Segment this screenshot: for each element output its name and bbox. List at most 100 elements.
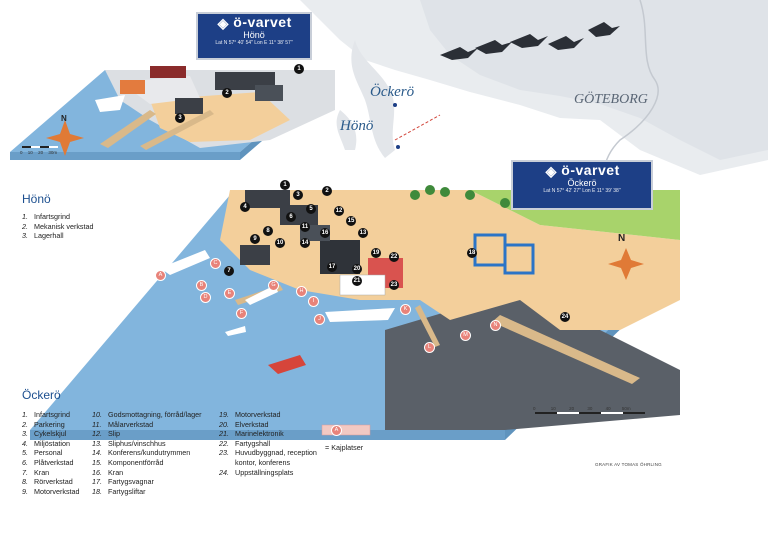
legend-item-label: Cykelskjul [34,429,67,439]
ockero-marker: 5 [306,204,316,214]
legend-item-number: 1. [22,212,28,221]
legend-item-number: 15. [92,457,102,467]
hono-compass-north-label: N [61,114,67,123]
legend-item-number: 2. [22,419,28,429]
quay-marker: J [314,314,325,325]
scale-tick: 10 [550,406,556,411]
ockero-compass-rose-icon [608,248,644,280]
legend-item-label: Godsmottagning, förråd/lager [108,410,202,419]
legend-item-label: Parkering [34,419,65,429]
quay-marker: E [224,288,235,299]
legend-item: 2.Mekanisk verkstad [22,222,94,232]
ockero-marker: 4 [240,202,250,212]
legend-item-label: Infartsgrind [34,212,70,221]
legend-item-number: 14. [92,448,102,458]
legend-item: 16.Kran [92,468,202,478]
legend-item: 15.Komponentförråd [92,458,202,468]
legend-item-label: Marinelektronik [235,429,284,439]
legend-item-number: 17. [92,477,102,487]
regional-map [300,0,768,201]
ockero-marker: 22 [389,252,399,262]
ockero-location-dot [393,103,397,107]
legend-item: 7. Kran [22,468,80,478]
legend-item-number: 7. [22,467,28,477]
hono-marker: 2 [222,88,232,98]
legend-item-label: Fartygsvagnar [108,477,154,487]
legend-item-label: Huvudbyggnad, reception [235,448,317,458]
quay-marker: N [490,320,501,331]
ockero-marker: 6 [286,212,296,222]
place-goteborg: GÖTEBORG [574,92,648,107]
ockero-marker: 1 [280,180,290,190]
legend-item: 2. Parkering [22,420,80,430]
o-varvet-logo-icon: ◈ [217,15,229,31]
ockero-scale-ticks: 0 10 20 30 40 50m [533,406,631,411]
legend-item: 3. Cykelskjul [22,429,80,439]
legend-item-number: 5. [22,448,28,458]
legend-item: kontor, konferens [219,458,317,468]
flying-geese [440,22,620,60]
ockero-marker: 2 [322,186,332,196]
hono-legend-list: 1. Infartsgrind 2.Mekanisk verkstad 3.Lag… [22,212,94,241]
legend-item-number: 3. [22,429,28,439]
legend-item-number: 21. [219,429,229,439]
legend-item-label: Slip [108,429,120,439]
place-ockero: Öckerö [370,84,415,100]
legend-item: 21. Marinelektronik [219,429,317,439]
legend-item: 3.Lagerhall [22,231,94,241]
scale-tick: 10 [27,150,33,155]
legend-item: 17. Fartygsvagnar [92,477,202,487]
legend-item-label: Motorverkstad [235,410,281,419]
ockero-marker: 20 [352,264,362,274]
ockero-sign-brand: ö-varvet [561,162,620,178]
legend-item-number: 1. [22,410,28,419]
legend-item-label: Kran [34,467,50,477]
ockero-marker: 14 [300,238,310,248]
legend-item: 1.Infartsgrind [22,410,80,420]
graphic-credit: GRAFIK AV TOMAS ÖHRLING [595,462,662,467]
scale-tick: 0 [533,406,536,411]
ockero-marker: 8 [263,226,273,236]
scale-tick: 20 [38,150,44,155]
legend-item: 19.Motorverkstad [219,410,317,420]
legend-item: 12.Slip [92,429,202,439]
ockero-marker: 12 [334,206,344,216]
ockero-marker: 10 [275,238,285,248]
scale-tick: 0 [20,150,23,155]
legend-item: 23.Huvudbyggnad, reception [219,448,317,458]
ferry-route [394,114,441,141]
ockero-legend-col3: 19.Motorverkstad 20.Elverkstad 21. Marine… [219,410,317,477]
ockero-marker: 21 [352,276,362,286]
ockero-marker: 17 [327,262,337,272]
legend-item-label: Sliphus/vinschhus [108,438,166,448]
scale-tick: 20 [569,406,575,411]
legend-item-number: 11. [92,419,102,429]
ockero-marker: 23 [389,280,399,290]
scale-tick: 30m [48,150,58,155]
ockero-legend-col1: 1.Infartsgrind 2.Parkering 3.Cykelskjul … [22,410,80,496]
legend-item: 5.Personal [22,448,80,458]
legend-item-number: 16. [92,467,102,477]
ockero-marker: 16 [320,228,330,238]
hono-compass-rose-icon [46,120,84,156]
ockero-legend-title: Öckerö [22,388,61,402]
ockero-compass-north-label: N [618,233,626,244]
legend-item-label: Motorverkstad [34,486,80,496]
ockero-scale-bar [535,412,645,414]
legend-item-label: Miljöstation [34,438,70,448]
ockero-marker: 9 [250,234,260,244]
quay-marker: M [460,330,471,341]
legend-item-label: Mekanisk verkstad [34,221,94,231]
legend-item: 20.Elverkstad [219,420,317,430]
hono-legend-title: Hönö [22,192,51,206]
legend-item: 11.Målarverkstad [92,420,202,430]
legend-item-number: 22. [219,438,229,448]
legend-item-label: Rörverkstad [34,477,73,487]
ockero-legend-col2: 10.Godsmottagning, förråd/lager 11.Målar… [92,410,202,496]
ockero-marker: 3 [293,190,303,200]
hono-sign-coord: Lat N 57° 40' 54" Lon E 11° 38' 57" [215,40,293,46]
legend-item-label: Elverkstad [235,419,269,429]
o-varvet-logo-icon: ◈ [545,163,557,179]
legend-item: 10.Godsmottagning, förråd/lager [92,410,202,420]
